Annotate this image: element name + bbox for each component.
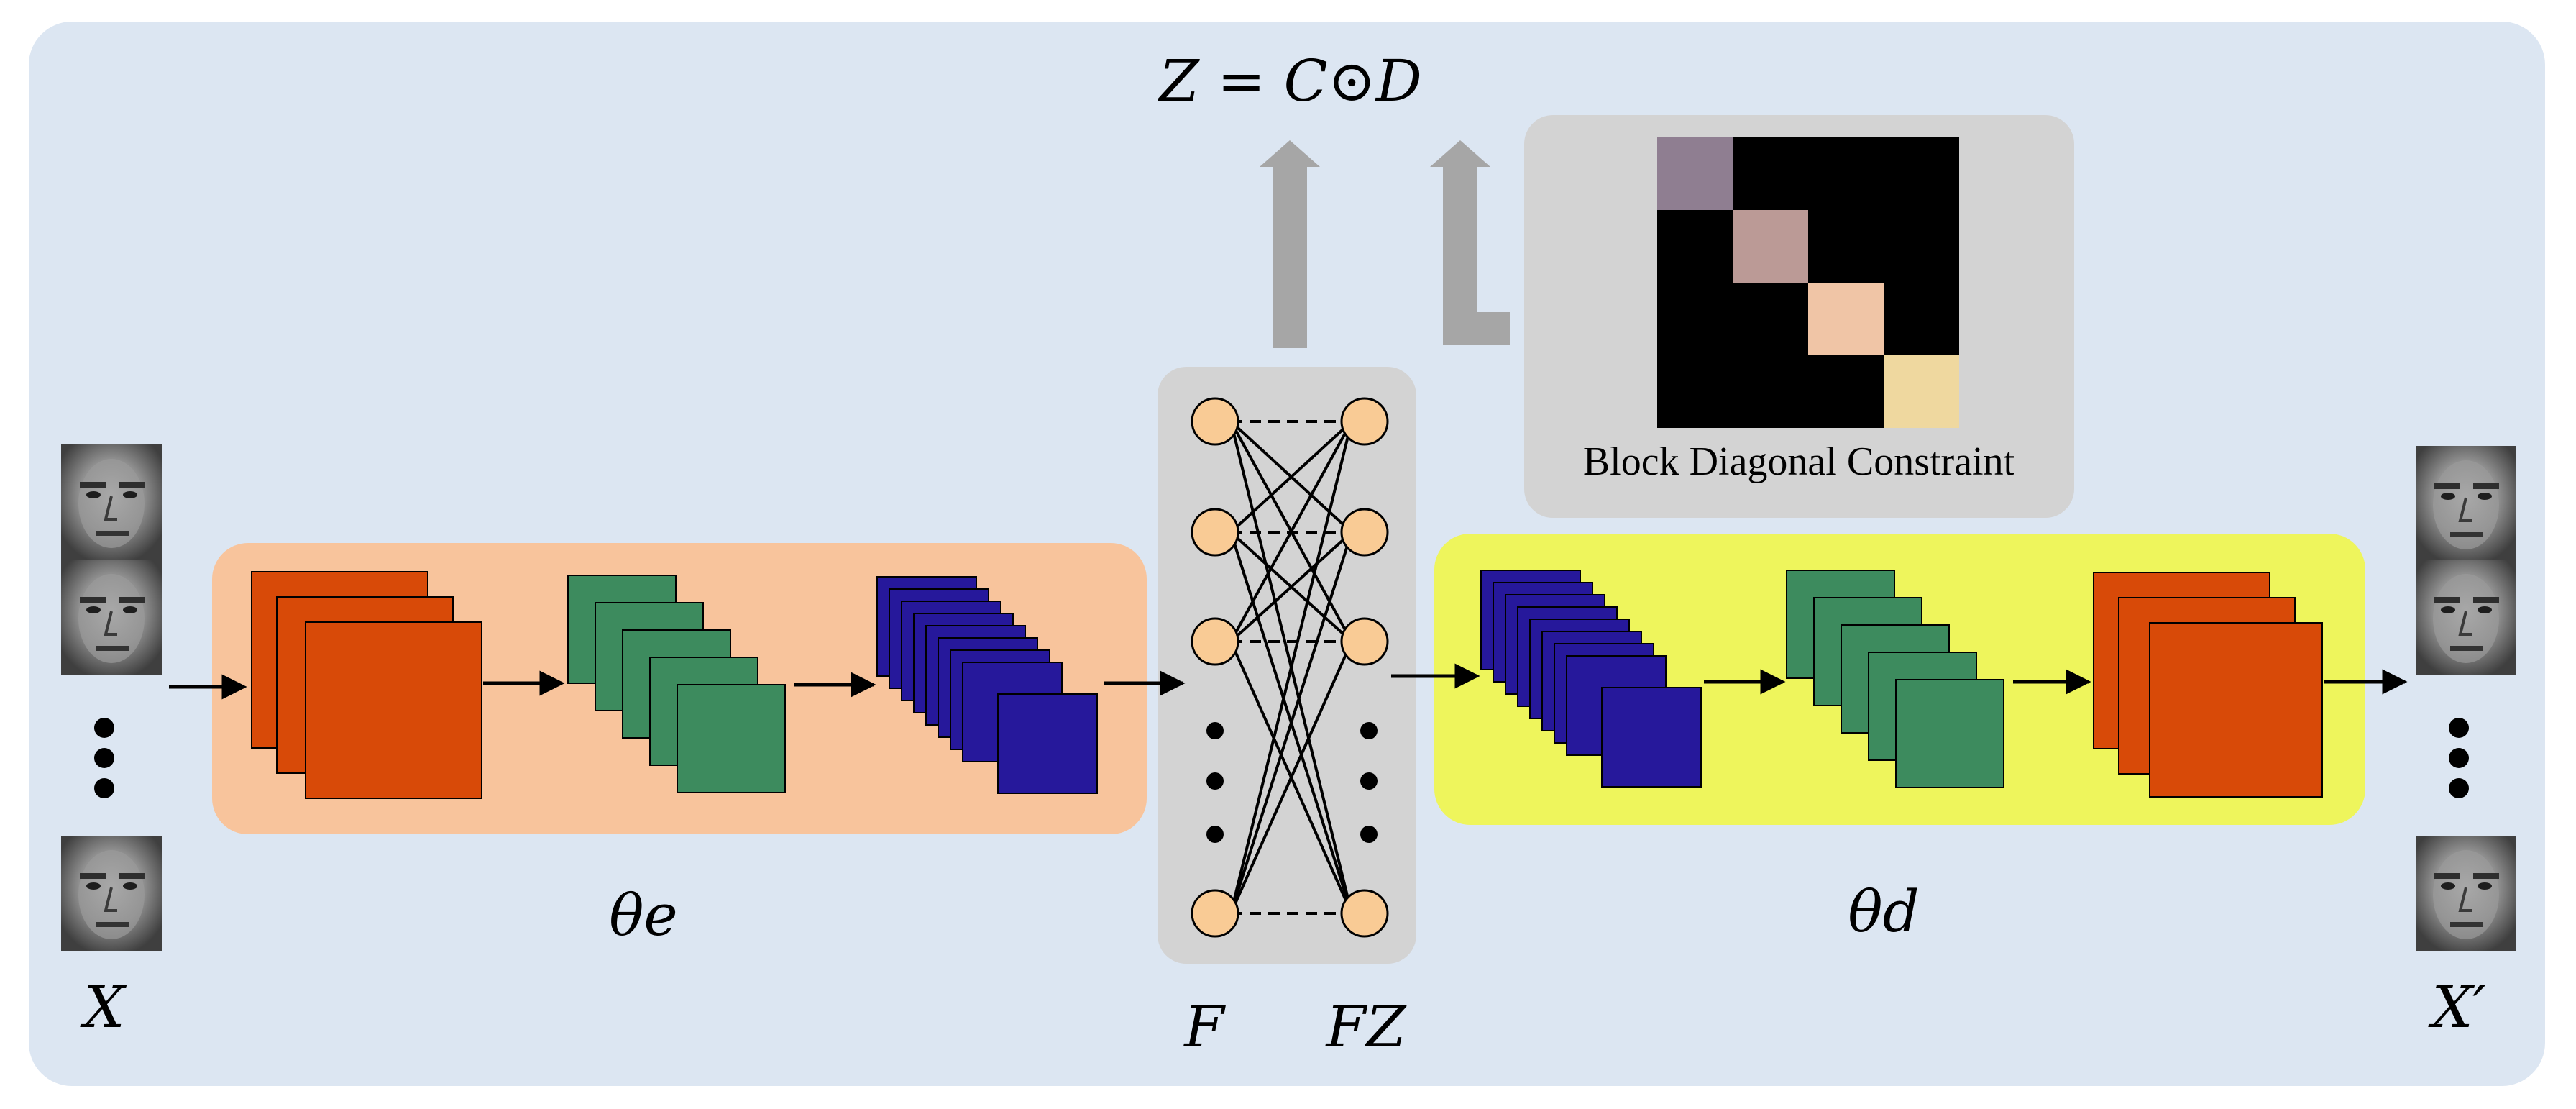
node-fz-1 bbox=[1340, 397, 1389, 446]
block-diagonal-matrix bbox=[1657, 137, 1959, 428]
latent-f-label: F bbox=[1183, 993, 1226, 1060]
node-fz-3 bbox=[1340, 617, 1389, 666]
latent-fz-label: FZ bbox=[1324, 993, 1407, 1060]
decoder-param-label: θd bbox=[1848, 878, 1919, 945]
decoder-conv-layers bbox=[1480, 570, 2323, 798]
flow-arrows bbox=[169, 663, 2408, 700]
node-fz-4 bbox=[1340, 889, 1389, 938]
encoder-conv-layers bbox=[251, 571, 1098, 799]
node-f-1 bbox=[1191, 397, 1239, 446]
face-image-icon bbox=[60, 443, 163, 561]
up-arrow-icon bbox=[1260, 140, 1320, 348]
face-image-icon bbox=[2414, 558, 2518, 676]
face-image-icon bbox=[60, 834, 163, 952]
node-fz-2 bbox=[1340, 508, 1389, 557]
vertical-ellipsis-icon bbox=[1360, 722, 1378, 739]
node-f-2 bbox=[1191, 508, 1239, 557]
face-image-icon bbox=[60, 558, 163, 676]
node-f-3 bbox=[1191, 617, 1239, 666]
bent-arrow-icon bbox=[1430, 140, 1510, 345]
block-diagonal-caption: Block Diagonal Constraint bbox=[1583, 439, 2015, 484]
encoder-param-label: θe bbox=[609, 882, 678, 949]
latent-layer-panel bbox=[1158, 367, 1416, 964]
vertical-ellipsis-icon bbox=[1206, 722, 1224, 739]
vertical-ellipsis-icon bbox=[94, 718, 114, 738]
vertical-ellipsis-icon bbox=[2449, 718, 2469, 738]
output-label: X′ bbox=[2427, 974, 2485, 1041]
input-faces bbox=[60, 443, 163, 952]
face-image-icon bbox=[2414, 444, 2518, 562]
face-image-icon bbox=[2414, 834, 2518, 952]
input-label: X bbox=[80, 974, 127, 1041]
node-f-4 bbox=[1191, 889, 1239, 938]
output-faces bbox=[2414, 444, 2518, 952]
gray-arrows bbox=[1260, 140, 1510, 348]
latent-network bbox=[1191, 397, 1389, 938]
equation-label: Z = C⊙D bbox=[1157, 47, 1422, 114]
